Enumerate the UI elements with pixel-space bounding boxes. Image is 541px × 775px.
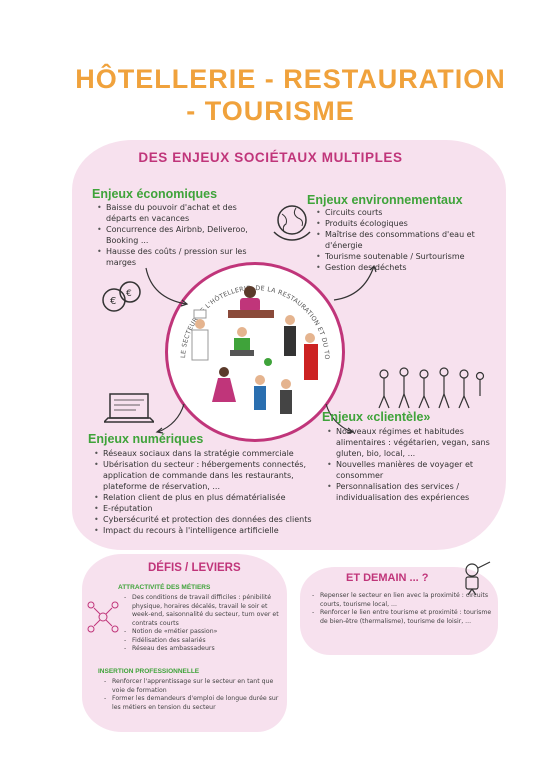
arrow-environnementaux-icon [333, 264, 377, 301]
arrow-numeriques-icon [155, 403, 185, 434]
list-item: Former les demandeurs d'emploi de longue… [104, 695, 280, 712]
numeriques-list: Réseaux sociaux dans la stratégie commer… [94, 448, 334, 536]
list-item: Ubérisation du secteur : hébergements co… [94, 459, 334, 492]
list-item: Notion de «métier passion» [124, 628, 282, 637]
insertion-list: Renforcer l'apprentissage sur le secteur… [104, 678, 280, 712]
list-item: Fidélisation des salariés [124, 637, 282, 646]
list-item: Hausse des coûts / pression sur les marg… [97, 246, 257, 268]
subtitle: DES ENJEUX SOCIÉTAUX MULTIPLES [138, 150, 403, 165]
list-item: Relation client de plus en plus dématéri… [94, 492, 334, 503]
list-item: Nouveaux régimes et habitudes alimentair… [327, 426, 497, 459]
svg-text:€: € [110, 296, 116, 307]
demain-title: ET DEMAIN ... ? [346, 572, 429, 584]
coins-icon: € € [102, 281, 141, 312]
page-title-line2: - TOURISME [186, 96, 355, 126]
numeriques-title: Enjeux numériques [88, 432, 204, 446]
robot-telescope-icon [465, 561, 491, 596]
network-people-icon [87, 601, 119, 633]
clientele-title: Enjeux «clientèle» [322, 410, 431, 424]
laptop-icon [104, 393, 154, 423]
list-item: Renforcer l'apprentissage sur le secteur… [104, 678, 280, 695]
list-item: Cybersécurité et protection des données … [94, 514, 334, 525]
economiques-list: Baisse du pouvoir d'achat et des départs… [97, 202, 257, 268]
list-item: Réseau des ambassadeurs [124, 645, 282, 654]
insertion-title: INSERTION PROFESSIONNELLE [98, 668, 200, 675]
economiques-title: Enjeux économiques [92, 187, 218, 201]
attractivite-title: ATTRACTIVITÉ DES MÉTIERS [118, 584, 211, 591]
list-item: Maîtrise des consommations d'eau et d'én… [316, 229, 496, 251]
list-item: Personnalisation des services / individu… [327, 481, 497, 503]
environnementaux-title: Enjeux environnementaux [307, 193, 463, 207]
list-item: Produits écologiques [316, 218, 496, 229]
defis-title: DÉFIS / LEVIERS [148, 562, 241, 574]
globe-hands-icon [273, 205, 311, 241]
environnementaux-list: Circuits courts Produits écologiques Maî… [316, 207, 496, 273]
arrow-economiques-icon [145, 267, 189, 307]
list-item: Réseaux sociaux dans la stratégie commer… [94, 448, 334, 459]
demain-list: Repenser le secteur en lien avec la prox… [312, 592, 492, 626]
list-item: Repenser le secteur en lien avec la prox… [312, 592, 492, 609]
list-item: Impact du recours à l'intelligence artif… [94, 525, 334, 536]
list-item: Nouvelles manières de voyager et consomm… [327, 459, 497, 481]
list-item: Renforcer le lien entre tourisme et prox… [312, 609, 492, 626]
list-item: Gestion des déchets [316, 262, 496, 273]
clientele-list: Nouveaux régimes et habitudes alimentair… [327, 426, 497, 503]
people-crowd-icon [378, 367, 485, 409]
list-item: Circuits courts [316, 207, 496, 218]
list-item: Baisse du pouvoir d'achat et des départs… [97, 202, 257, 224]
list-item: E-réputation [94, 503, 334, 514]
list-item: Des conditions de travail difficiles : p… [124, 594, 282, 628]
page-title-line1: HÔTELLERIE - RESTAURATION [75, 64, 506, 94]
list-item: Tourisme soutenable / Surtourisme [316, 251, 496, 262]
attractivite-list: Des conditions de travail difficiles : p… [124, 594, 282, 654]
staff-illustration-icon [191, 286, 318, 414]
svg-text:€: € [126, 289, 132, 299]
list-item: Concurrence des Airbnb, Deliveroo, Booki… [97, 224, 257, 246]
